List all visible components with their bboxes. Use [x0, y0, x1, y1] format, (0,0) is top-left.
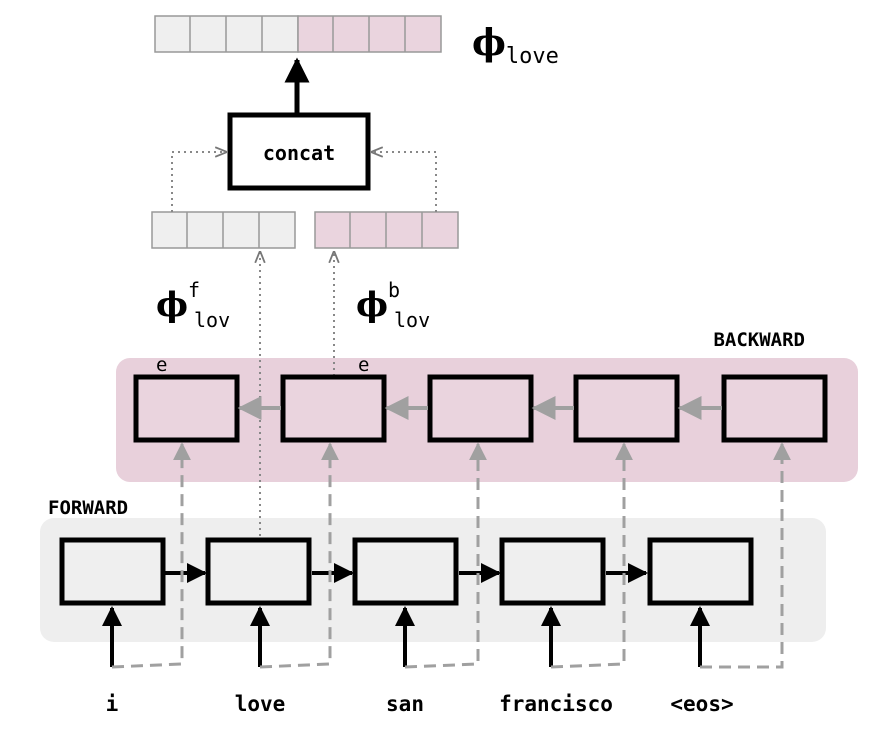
forward-cell	[205, 537, 312, 606]
backward-cell	[573, 374, 680, 443]
backward-cell	[427, 374, 534, 443]
input-to-backward-arrow	[259, 442, 339, 669]
forward-cell	[499, 537, 606, 606]
backward-cell	[133, 374, 240, 443]
input-to-backward-arrow	[404, 442, 487, 669]
concat-box	[227, 112, 371, 191]
forward-cell	[352, 537, 459, 606]
token-label: san	[386, 692, 424, 716]
token-label: love	[235, 692, 286, 716]
token-label: i	[106, 692, 119, 716]
token-label: francisco	[499, 692, 613, 716]
forward-vector	[151, 211, 296, 249]
backward-label: BACKWARD	[713, 329, 805, 351]
concat-label: concat	[263, 141, 335, 165]
overflow-letter-e-2: e	[358, 354, 369, 376]
input-to-backward-arrow	[111, 442, 191, 669]
input-to-backward-arrow	[550, 442, 633, 669]
token-label: <eos>	[670, 692, 733, 716]
overflow-letter-e-1: e	[156, 354, 167, 376]
backward-vector	[314, 211, 459, 249]
backward-cell	[721, 374, 828, 443]
backward-to-concat-arrow	[372, 152, 437, 212]
output-vector	[154, 15, 442, 53]
forward-cell	[647, 537, 754, 606]
backward-cell	[280, 374, 387, 443]
forward-label: FORWARD	[48, 497, 128, 519]
output-vector-label: ϕlove	[472, 22, 559, 69]
input-to-backward-arrow	[700, 442, 791, 669]
forward-cell	[59, 537, 166, 606]
forward-to-concat-arrow	[171, 152, 226, 212]
